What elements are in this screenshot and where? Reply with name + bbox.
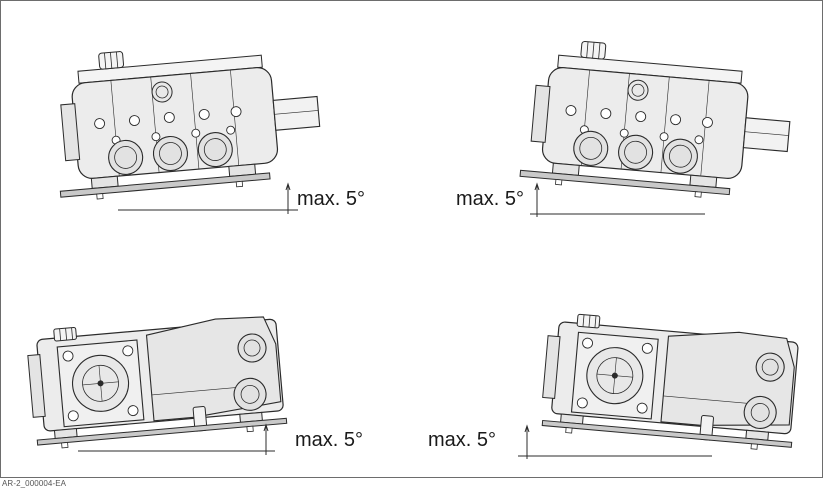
pump-side-tilt-left — [25, 309, 288, 451]
angle-indicator-tl — [118, 182, 298, 214]
tilt-label-top-right: max. 5° — [456, 188, 525, 210]
pump-tilt-diagram — [25, 34, 802, 459]
tilt-label-bottom-left: max. 5° — [295, 429, 364, 451]
figure-frame — [0, 0, 823, 478]
angle-indicator-tr — [530, 182, 705, 217]
pump-front-tilt-right — [519, 36, 796, 205]
pump-side-tilt-right — [539, 311, 802, 453]
figure-id: AR-2_000004-EA — [2, 479, 67, 488]
tilt-label-top-left: max. 5° — [297, 188, 366, 210]
angle-indicator-bl — [78, 423, 275, 455]
tilt-label-bottom-right: max. 5° — [428, 429, 497, 451]
angle-indicator-br — [518, 424, 712, 459]
pump-front-tilt-left — [48, 34, 325, 203]
